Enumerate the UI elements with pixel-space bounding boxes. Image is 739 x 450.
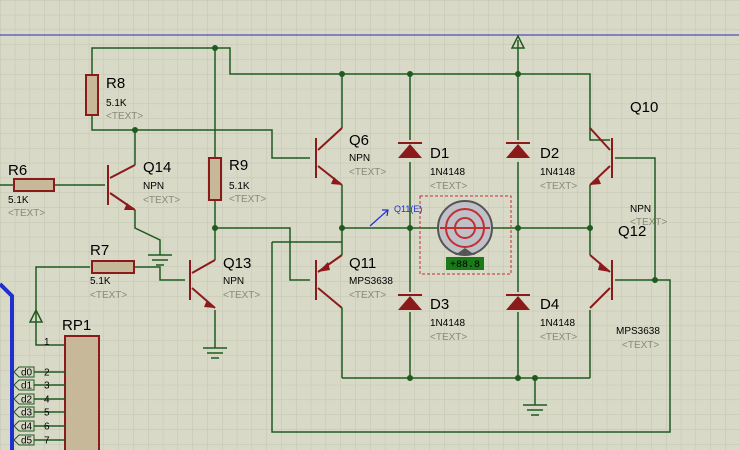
Q10-ref: Q10 (630, 99, 658, 116)
net-label: d1 (21, 381, 33, 392)
diode-D2[interactable]: D2 1N4148 <TEXT> (506, 142, 577, 192)
R6-value: 5.1K (8, 195, 29, 206)
R6-ref: R6 (8, 162, 27, 179)
data-bus[interactable] (0, 282, 14, 450)
Q13-ref: Q13 (223, 255, 251, 272)
ground-symbol (523, 404, 547, 416)
rp1-pin-row[interactable]: d3 5 (13, 406, 65, 419)
Q12-value: MPS3638 (616, 326, 660, 337)
pin-number: 7 (44, 436, 50, 447)
ground-symbol (148, 254, 172, 266)
Q6-value: NPN (349, 153, 370, 164)
pin-number: 1 (44, 337, 50, 348)
motor-speed-display: +88.8 (450, 260, 480, 271)
R9-ref: R9 (229, 157, 248, 174)
D2-text: <TEXT> (540, 181, 577, 192)
Q6-ref: Q6 (349, 132, 369, 149)
D4-ref: D4 (540, 296, 559, 313)
R8-ref: R8 (106, 75, 125, 92)
probe-label: Q11(E) (394, 204, 422, 214)
rp1-pin-list (0, 0, 100, 450)
pin-number: 3 (44, 381, 50, 392)
voltage-probe[interactable]: Q11(E) (369, 204, 422, 227)
D2-value: 1N4148 (540, 167, 575, 178)
transistor-Q14[interactable]: Q14 NPN <TEXT> (107, 159, 180, 211)
net-label: d2 (21, 395, 33, 406)
Q13-text: <TEXT> (223, 290, 260, 301)
diode-D3[interactable]: D3 1N4148 <TEXT> (398, 294, 467, 343)
pin-number: 4 (44, 395, 50, 406)
Q10-value: NPN (630, 204, 651, 215)
rp1-pin-row[interactable]: d5 7 (13, 434, 65, 447)
D4-text: <TEXT> (540, 332, 577, 343)
transistor-Q12[interactable]: Q12 MPS3638 <TEXT> (589, 223, 660, 351)
rp1-pin-row[interactable]: d1 3 (13, 379, 65, 392)
Q13-value: NPN (223, 276, 244, 287)
rp1-pin-row[interactable]: d0 2 (13, 366, 65, 379)
net-label: d3 (21, 408, 33, 419)
transistor-Q6[interactable]: Q6 NPN <TEXT> (315, 127, 386, 186)
Q14-ref: Q14 (143, 159, 171, 176)
diode-D1[interactable]: D1 1N4148 <TEXT> (398, 142, 467, 192)
D4-value: 1N4148 (540, 318, 575, 329)
R9-text: <TEXT> (229, 194, 266, 205)
transistor-Q13[interactable]: Q13 NPN <TEXT> (189, 255, 260, 309)
R8-text: <TEXT> (106, 111, 143, 122)
R8-value: 5.1K (106, 98, 127, 109)
pin-number: 2 (44, 368, 50, 379)
junction-dots (132, 45, 658, 381)
resistor-R7[interactable]: R7 5.1K <TEXT> (90, 242, 135, 301)
Q10-text: <TEXT> (630, 217, 667, 228)
net-label: d5 (21, 436, 33, 447)
D1-value: 1N4148 (430, 167, 465, 178)
rp1-pin-row[interactable]: 1 (44, 337, 50, 348)
D3-value: 1N4148 (430, 318, 465, 329)
R7-ref: R7 (90, 242, 109, 259)
D1-ref: D1 (430, 145, 449, 162)
RP1-ref: RP1 (62, 317, 91, 334)
Q6-text: <TEXT> (349, 167, 386, 178)
Q12-ref: Q12 (618, 223, 646, 240)
resistor-pack-RP1[interactable]: RP1 (62, 317, 100, 450)
Q11-text: <TEXT> (349, 290, 386, 301)
power-terminal-icon[interactable] (510, 34, 526, 49)
transistor-Q11[interactable]: Q11 MPS3638 <TEXT> (315, 254, 393, 309)
R7-text: <TEXT> (90, 290, 127, 301)
resistor-R6[interactable]: R6 5.1K <TEXT> (0, 162, 55, 219)
resistor-R9[interactable]: R9 5.1K <TEXT> (208, 157, 266, 205)
pin-number: 5 (44, 408, 50, 419)
R6-text: <TEXT> (8, 208, 45, 219)
resistor-R8[interactable]: R8 5.1K <TEXT> (85, 74, 143, 122)
Q11-value: MPS3638 (349, 276, 393, 287)
Q11-ref: Q11 (349, 255, 376, 272)
D3-text: <TEXT> (430, 332, 467, 343)
rp1-pin-row[interactable]: d4 6 (13, 420, 65, 433)
net-label: d4 (21, 422, 33, 433)
power-terminal-icon[interactable] (28, 295, 44, 323)
Q12-text: <TEXT> (622, 340, 659, 351)
D1-text: <TEXT> (430, 181, 467, 192)
Q14-value: NPN (143, 181, 164, 192)
ground-symbol (203, 347, 227, 359)
D3-ref: D3 (430, 296, 449, 313)
transistor-Q10[interactable]: Q10 NPN <TEXT> (589, 99, 667, 228)
D2-ref: D2 (540, 145, 559, 162)
rp1-pin-row[interactable]: d2 4 (13, 393, 65, 406)
dc-motor[interactable]: +88.8 (419, 195, 512, 275)
net-label: d0 (21, 368, 33, 379)
R9-value: 5.1K (229, 181, 250, 192)
R7-value: 5.1K (90, 276, 111, 287)
diode-D4[interactable]: D4 1N4148 <TEXT> (506, 294, 577, 343)
pin-number: 6 (44, 422, 50, 433)
Q14-text: <TEXT> (143, 195, 180, 206)
